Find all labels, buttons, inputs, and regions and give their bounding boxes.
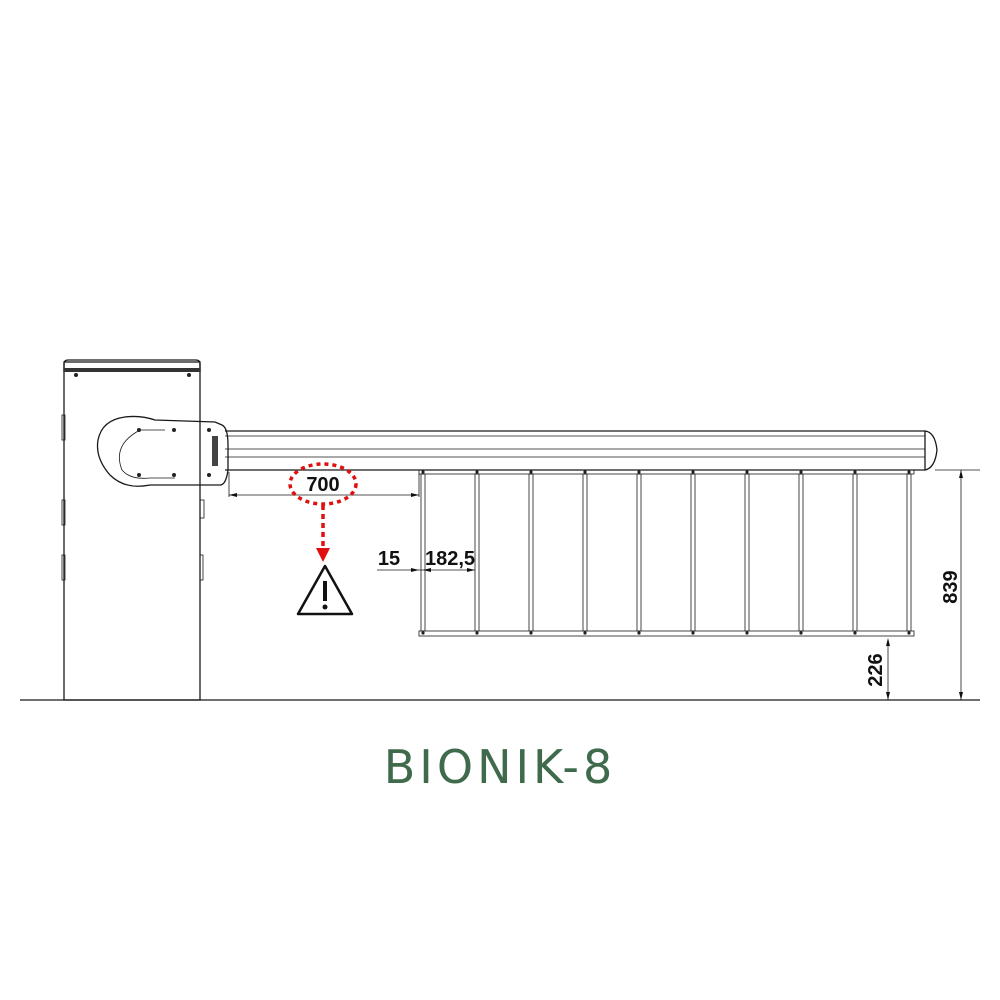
dimension-label: 182,5	[425, 548, 475, 570]
picket-rivet	[691, 470, 695, 474]
skirt-picket	[744, 473, 750, 632]
skirt-picket	[636, 473, 642, 632]
skirt-picket	[798, 473, 804, 632]
picket-rivet	[529, 470, 533, 474]
dimension-label: 839	[940, 570, 962, 603]
picket-rivet	[691, 631, 695, 635]
skirt-picket	[474, 473, 480, 632]
arm-pivot-housing	[96, 415, 229, 487]
picket-rivet	[745, 631, 749, 635]
skirt-picket	[582, 473, 588, 632]
picket-rivet	[637, 631, 641, 635]
picket-rivet	[853, 631, 857, 635]
dimension-226: 226	[865, 638, 890, 700]
picket-rivet	[907, 470, 911, 474]
product-title: BIONIK-8	[383, 740, 617, 794]
picket-rivet	[799, 631, 803, 635]
skirt-picket	[420, 473, 426, 632]
picket-rivet	[529, 631, 533, 635]
dimension-label: 226	[865, 653, 887, 686]
skirt-picket	[690, 473, 696, 632]
picket-rivet	[637, 470, 641, 474]
barrier-cabinet	[61, 359, 205, 701]
dimension-picket-spacing: 15 182,5	[377, 548, 475, 572]
picket-rivet	[907, 631, 911, 635]
picket-rivet	[421, 631, 425, 635]
picket-rivet	[583, 631, 587, 635]
picket-rivet	[799, 470, 803, 474]
highlight-ellipse	[288, 462, 358, 506]
skirt-picket	[852, 473, 858, 632]
dimension-700: 700	[228, 462, 420, 562]
warning-triangle-icon	[296, 564, 354, 616]
picket-rivet	[583, 470, 587, 474]
picket-rivet	[475, 631, 479, 635]
dimension-839: 839	[935, 469, 980, 700]
skirt-picket	[906, 473, 912, 632]
skirt-panel	[418, 469, 915, 637]
picket-rivet	[745, 470, 749, 474]
picket-rivet	[475, 470, 479, 474]
skirt-picket	[528, 473, 534, 632]
picket-rivet	[421, 470, 425, 474]
barrier-arm	[225, 430, 938, 471]
picket-rivet	[853, 470, 857, 474]
dimension-label: 15	[378, 548, 400, 570]
dimension-label: 700	[306, 474, 339, 496]
